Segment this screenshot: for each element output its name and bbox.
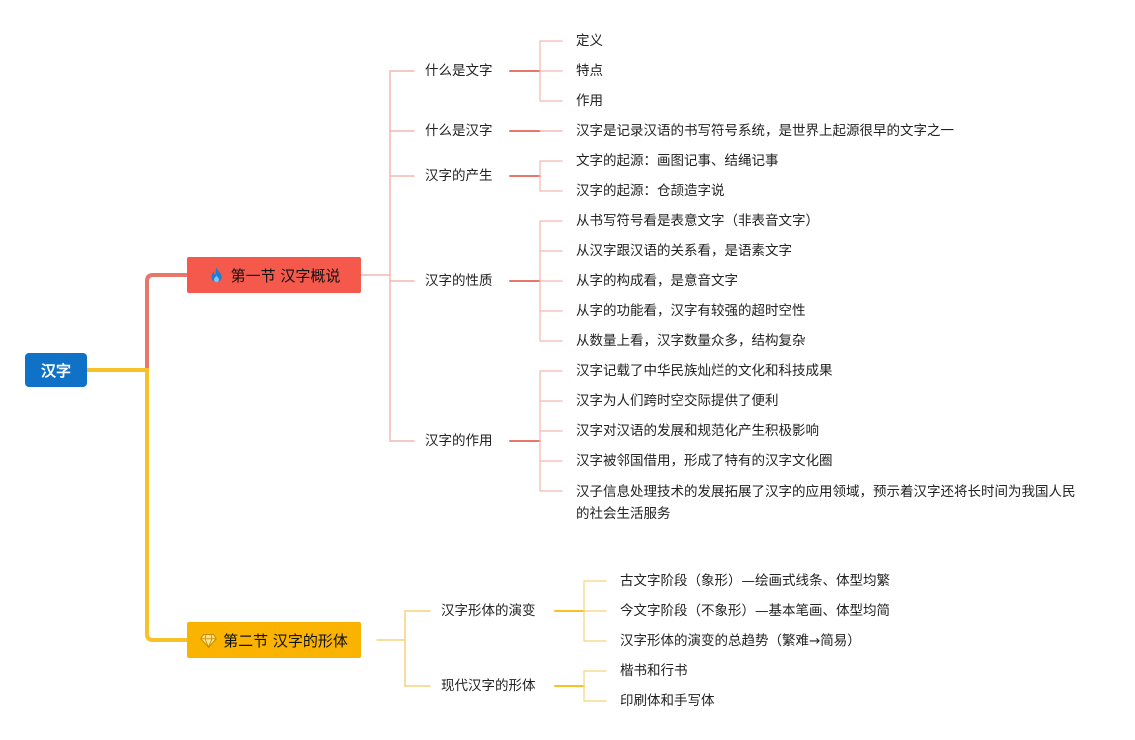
topic-node[interactable]: 汉字的作用	[425, 433, 493, 449]
topic-node[interactable]: 什么是文字	[425, 63, 493, 79]
topic-node[interactable]: 什么是汉字	[425, 123, 493, 139]
leaf-node[interactable]: 文字的起源：画图记事、结绳记事	[576, 153, 779, 169]
leaf-node[interactable]: 汉字的起源：仓颉造字说	[576, 183, 725, 199]
leaf-node[interactable]: 从书写符号看是表意文字（非表音文字）	[576, 213, 819, 229]
leaf-node[interactable]: 汉字被邻国借用，形成了特有的汉字文化圈	[576, 453, 833, 469]
leaf-node[interactable]: 从字的功能看，汉字有较强的超时空性	[576, 303, 806, 319]
section-node-1[interactable]: 第一节 汉字概说	[187, 257, 361, 293]
leaf-node[interactable]: 古文字阶段（象形）—绘画式线条、体型均繁	[620, 573, 890, 589]
section-node-2[interactable]: 第二节 汉字的形体	[187, 622, 361, 658]
section-label-1: 第一节 汉字概说	[230, 266, 341, 285]
connector-line	[87, 368, 187, 642]
leaf-node[interactable]: 从汉字跟汉语的关系看，是语素文字	[576, 243, 792, 259]
leaf-node[interactable]: 从字的构成看，是意音文字	[576, 273, 738, 289]
leaf-node[interactable]: 今文字阶段（不象形）—基本笔画、体型均简	[620, 603, 890, 619]
leaf-node[interactable]: 汉字是记录汉语的书写符号系统，是世界上起源很早的文字之一	[576, 123, 954, 139]
diamond-icon	[200, 632, 217, 649]
section-label-2: 第二节 汉字的形体	[223, 631, 348, 650]
topic-node[interactable]: 现代汉字的形体	[441, 678, 536, 694]
leaf-node[interactable]: 印刷体和手写体	[620, 693, 715, 709]
leaf-node[interactable]: 汉子信息处理技术的发展拓展了汉字的应用领域，预示着汉字还将长时间为我国人民的社会…	[576, 484, 1076, 522]
topic-node[interactable]: 汉字的产生	[425, 168, 493, 184]
leaf-node[interactable]: 汉字对汉语的发展和规范化产生积极影响	[576, 423, 819, 439]
topic-node[interactable]: 汉字的性质	[425, 273, 493, 289]
leaf-node[interactable]: 作用	[576, 93, 603, 109]
leaf-node[interactable]: 汉字为人们跨时空交际提供了便利	[576, 393, 779, 409]
leaf-node[interactable]: 汉字形体的演变的总趋势（繁难→简易）	[620, 633, 861, 649]
leaf-node[interactable]: 楷书和行书	[620, 663, 688, 679]
root-node[interactable]: 汉字	[25, 353, 87, 387]
leaf-node[interactable]: 特点	[576, 63, 603, 79]
leaf-node[interactable]: 定义	[576, 33, 603, 49]
flame-icon	[208, 267, 225, 284]
topic-node[interactable]: 汉字形体的演变	[441, 603, 536, 619]
leaf-node[interactable]: 从数量上看，汉字数量众多，结构复杂	[576, 333, 806, 349]
leaf-node[interactable]: 汉字记载了中华民族灿烂的文化和科技成果	[576, 363, 833, 379]
connector-line	[87, 273, 187, 372]
